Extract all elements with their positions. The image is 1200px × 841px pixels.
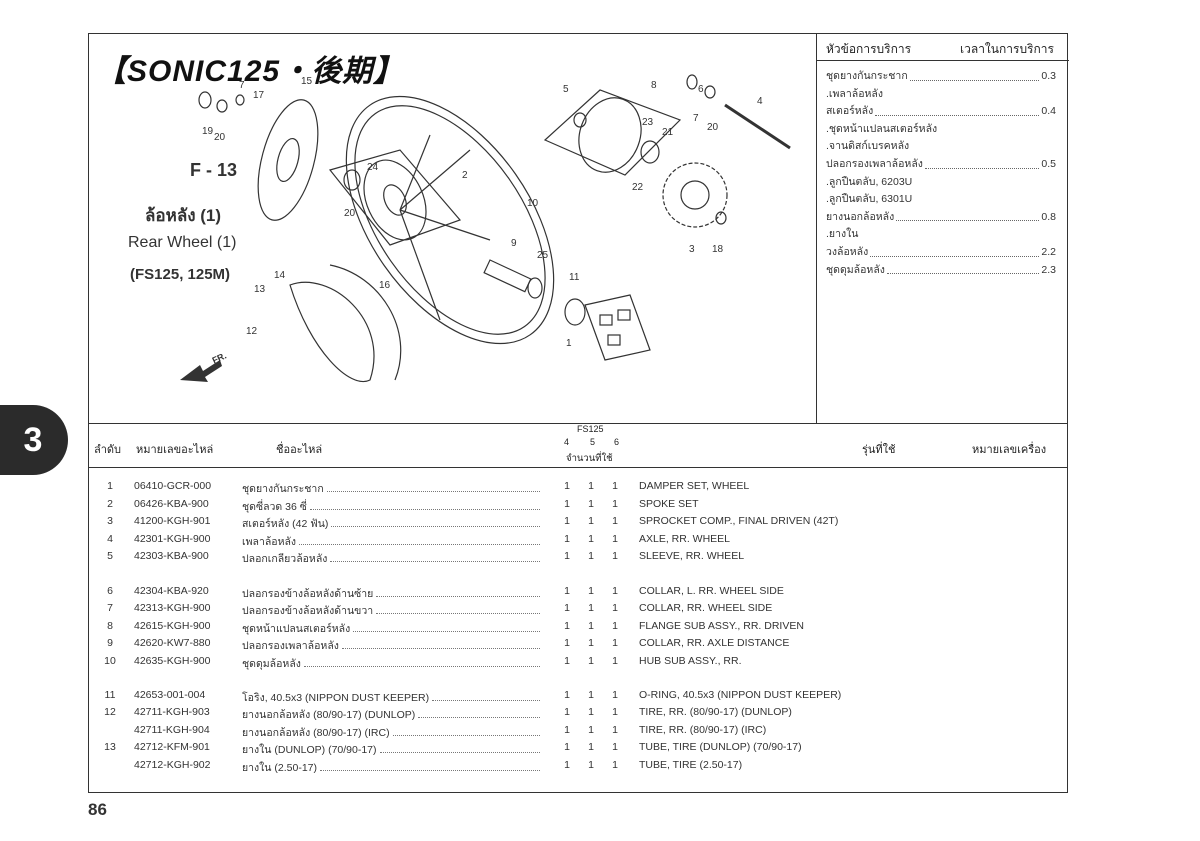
service-header-time: เวลาในการบริการ: [960, 42, 1054, 56]
service-item: .ชุดหน้าแปลนสเตอร์หลัง: [826, 122, 938, 135]
axle-drawing: [724, 103, 791, 150]
callout-21: 20: [344, 208, 356, 219]
col-header-name: ชื่ออะไหล่: [276, 444, 323, 456]
col-header-qty-5: 5: [590, 437, 596, 447]
hub-drawing: [363, 159, 427, 241]
wheel-rim-drawing: [345, 95, 555, 345]
callout-20: 20: [214, 132, 226, 143]
callout-22: 21: [662, 127, 674, 138]
callout-2: 2: [462, 170, 468, 181]
callout-3: 3: [689, 244, 695, 255]
brake-disc-drawing: [257, 99, 319, 221]
callout-13: 13: [254, 284, 266, 295]
callout-4: 4: [757, 96, 763, 107]
service-item: .ลูกปืนตลับ, 6301U: [826, 193, 913, 206]
service-panel-divider: [816, 34, 817, 424]
callout-23: 22: [632, 182, 644, 193]
col-header-applicable: รุ่นที่ใช้: [862, 444, 896, 456]
callout-9: 9: [511, 238, 517, 249]
figure-models: (FS125, 125M): [130, 266, 231, 283]
callout-8: 8: [651, 80, 657, 91]
callout-19: 19: [202, 126, 214, 137]
callout-12: 12: [246, 326, 258, 337]
callout-1: 1: [566, 338, 572, 349]
table-header-divider: [89, 467, 1067, 468]
service-header-divider: [816, 60, 1069, 61]
figure-code: F - 13: [190, 160, 238, 180]
callout-11: 11: [569, 272, 580, 283]
o-ring-drawing: [564, 298, 586, 326]
col-header-qty-4: 4: [564, 437, 570, 447]
callout-24: 23: [642, 117, 654, 128]
callout-25b: 25: [537, 250, 549, 261]
callout-7b: 7: [693, 113, 699, 124]
service-header-topic: หัวข้อการบริการ: [826, 42, 912, 56]
flange-drawing: [578, 97, 642, 173]
callout-5: 5: [563, 84, 569, 95]
tire-drawing: [289, 281, 375, 383]
col-header-qty: จำนวนที่ใช้: [566, 453, 613, 464]
diagram-table-divider: [89, 423, 1067, 424]
callout-15: 15: [301, 76, 313, 87]
callout-14: 14: [274, 270, 286, 281]
sprocket-drawing: [662, 162, 728, 228]
exploded-diagram: [180, 74, 791, 383]
service-item: .ยางใน: [826, 228, 859, 241]
col-header-no: ลำดับ: [94, 444, 122, 456]
col-header-model: FS125: [577, 424, 604, 434]
model-title: 【SONIC125・後期】: [96, 55, 405, 88]
col-header-part-no: หมายเลขอะไหล่: [136, 444, 214, 456]
callout-20b: 20: [707, 122, 719, 133]
figure-title-th: ล้อหลัง (1): [145, 206, 222, 225]
col-header-frame-no: หมายเลขเครื่อง: [972, 444, 1047, 456]
callout-16: 16: [379, 280, 391, 291]
callout-25: 24: [367, 162, 379, 173]
page-number: 86: [88, 800, 107, 819]
service-item: .จานดิสก์เบรคหลัง: [826, 140, 910, 153]
page-frame: [88, 33, 1069, 793]
callout-17: 17: [253, 90, 265, 101]
callout-6: 6: [698, 84, 704, 95]
service-item: .เพลาล้อหลัง: [826, 87, 883, 100]
callout-18: 18: [712, 244, 724, 255]
col-header-qty-6: 6: [614, 437, 620, 447]
figure-title-en: Rear Wheel (1): [128, 234, 237, 251]
front-arrow-icon: [180, 360, 222, 382]
service-item: .ลูกปืนตลับ, 6203U: [826, 175, 913, 188]
chapter-tab: 3: [0, 405, 68, 475]
callout-7: 7: [239, 80, 245, 91]
callout-10: 10: [527, 198, 539, 209]
